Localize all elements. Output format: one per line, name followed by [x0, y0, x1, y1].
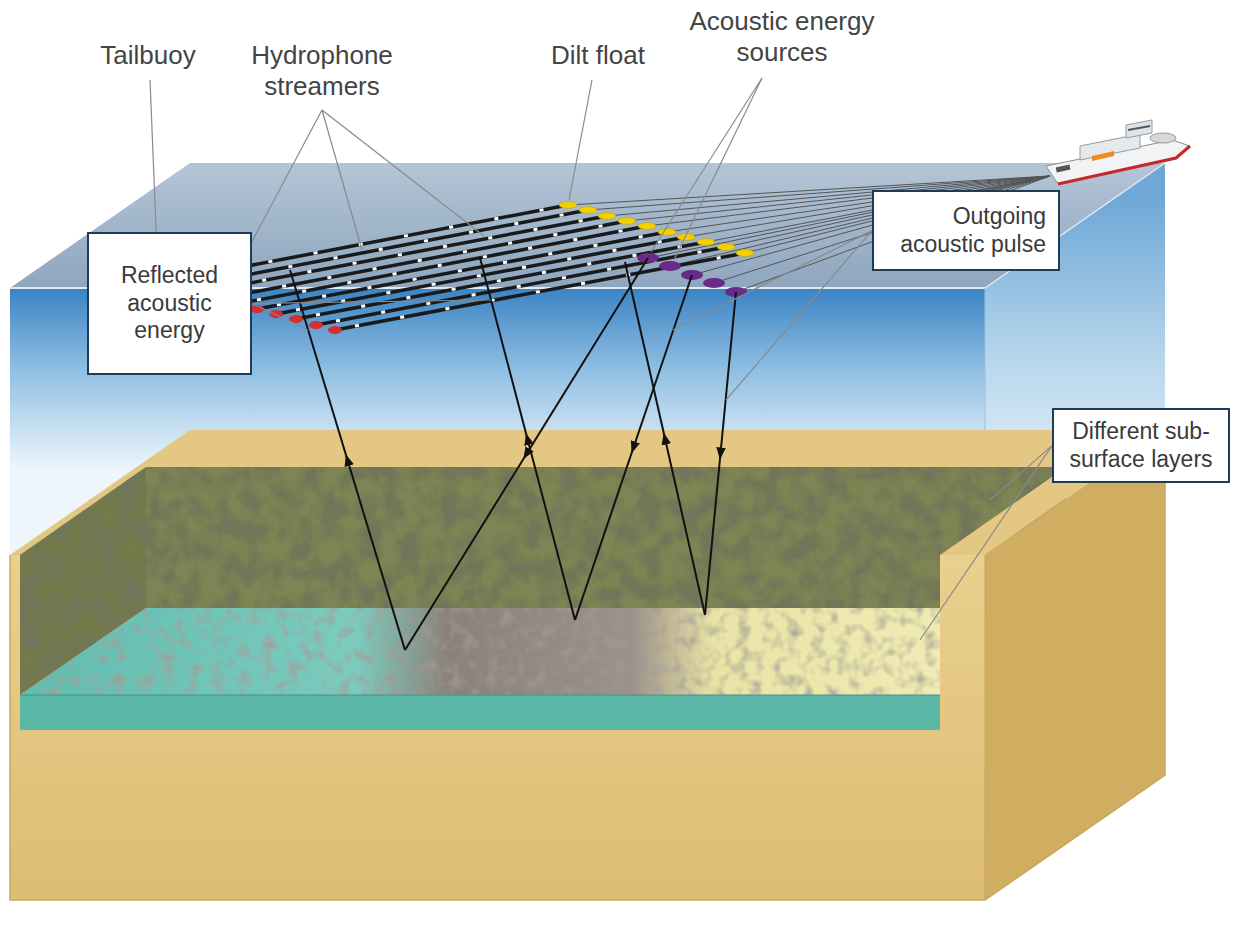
- hydrophone-mark: [316, 242, 706, 315]
- part-label: Acoustic energy sources: [682, 6, 882, 68]
- dilt-float: [736, 250, 754, 257]
- leader-line: [651, 78, 762, 252]
- dilt-float: [559, 202, 577, 209]
- dilt-float: [598, 213, 616, 220]
- callout-text: Reflected acoustic energy: [107, 262, 232, 345]
- ship-reel: [1056, 165, 1071, 173]
- sand-front-strip: [940, 555, 985, 900]
- dilt-floats: [559, 202, 754, 257]
- ship-bridge: [1126, 120, 1152, 138]
- reflected-ray: [625, 262, 705, 615]
- streamer: [316, 247, 726, 325]
- hydrophone-marks: [178, 205, 745, 326]
- dilt-float: [697, 239, 715, 246]
- leader-line: [673, 231, 872, 330]
- layer-back-wall: [146, 467, 1066, 608]
- dilt-float: [579, 207, 597, 214]
- dilt-float: [658, 229, 676, 236]
- leader-line: [252, 303, 308, 330]
- leader-line: [322, 110, 362, 250]
- reflected-ray: [290, 270, 405, 650]
- ship-windows: [1128, 126, 1150, 130]
- ship-lifeboat: [1092, 151, 1114, 161]
- dilt-float: [638, 223, 656, 230]
- leader-line: [674, 78, 762, 260]
- airgun-source: [659, 261, 681, 271]
- reflected-ray: [480, 258, 575, 620]
- callout-text: Different sub-surface layers: [1066, 418, 1216, 473]
- hydrophone-mark: [336, 247, 726, 321]
- outgoing-ray: [705, 292, 736, 615]
- dilt-float: [717, 244, 735, 251]
- leader-line: [322, 110, 484, 236]
- dilt-float: [618, 218, 636, 225]
- outgoing-ray: [575, 275, 692, 620]
- block-edge: [985, 555, 986, 900]
- layer-floor: [20, 608, 1066, 695]
- callout-box: Reflected acoustic energy: [87, 232, 252, 375]
- outgoing-ray: [405, 258, 648, 650]
- streamer: [335, 253, 745, 330]
- callout-text: Outgoing acoustic pulse: [886, 203, 1046, 258]
- lower-layer-face: [20, 695, 940, 730]
- part-label: Dilt float: [551, 40, 645, 71]
- ship-superstructure: [1080, 134, 1140, 160]
- acoustic-rays: [290, 258, 736, 650]
- part-label: Hydrophone streamers: [232, 40, 412, 102]
- ship-helideck: [1150, 133, 1176, 143]
- sand-side-face: [985, 430, 1165, 900]
- part-label: Tailbuoy: [100, 40, 195, 71]
- hydrophone-mark: [217, 216, 607, 289]
- leader-line: [252, 300, 491, 303]
- leader-line: [569, 80, 592, 200]
- leader-line: [240, 110, 322, 264]
- callout-box: Different sub-surface layers: [1052, 408, 1230, 483]
- leader-line: [920, 446, 1052, 640]
- callout-box: Outgoing acoustic pulse: [872, 190, 1060, 271]
- tailbuoy: [328, 326, 342, 334]
- layer-edge: [20, 695, 940, 696]
- block-outline: [10, 430, 1165, 900]
- leader-line: [726, 231, 872, 400]
- airgun-source: [703, 278, 725, 288]
- survey-vessel: [1046, 120, 1190, 184]
- tailbuoy: [309, 321, 323, 329]
- streamer: [296, 242, 706, 319]
